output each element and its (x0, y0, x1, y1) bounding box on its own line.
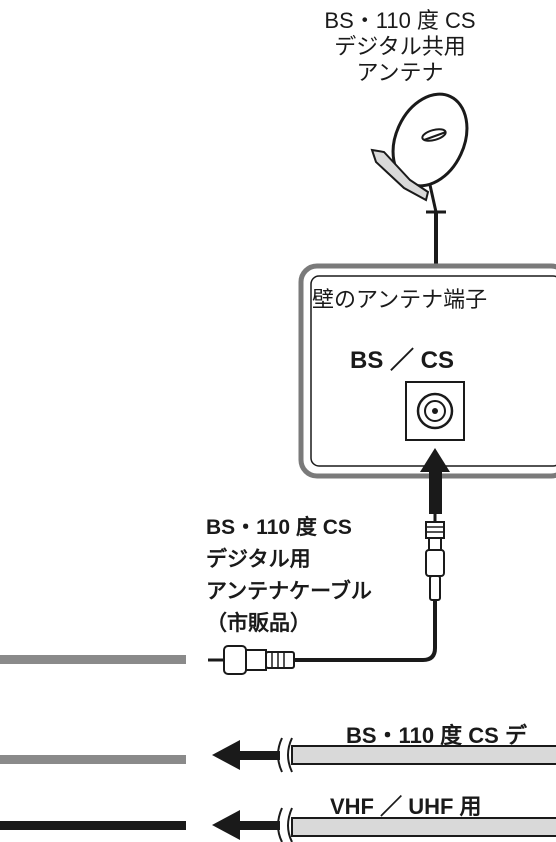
antenna-label-line3: アンテナ (356, 60, 444, 85)
bs-cable-label: BS・110 度 CS デ (346, 723, 527, 748)
black-bar-bottom (0, 821, 186, 830)
cable-label: BS・110 度 CS デジタル用 アンテナケーブル （市販品） (206, 512, 372, 640)
cable-label-line1: BS・110 度 CS (206, 516, 352, 539)
wall-terminal-title: 壁のアンテナ端子 (312, 287, 488, 312)
vhf-uhf-cable-label: VHF ／ UHF 用 (330, 794, 482, 819)
port-label: BS ／ CS (350, 347, 455, 374)
left-f-connector-icon (208, 645, 295, 675)
insert-arrow-icon (420, 448, 450, 514)
left-arrow-icon (212, 810, 280, 840)
bs-cs-port-icon (405, 381, 465, 441)
gray-bar-middle (0, 755, 186, 764)
left-arrow-icon (212, 740, 280, 770)
bs-cable-run (292, 600, 437, 662)
cable-label-line2: デジタル用 (206, 548, 311, 571)
vhf-uhf-flat-cable (277, 807, 556, 842)
cable-label-line4: （市販品） (206, 612, 311, 635)
bs-flat-cable (277, 737, 556, 773)
satellite-antenna-icon (370, 92, 469, 214)
antenna-label-line2: デジタル共用 (334, 34, 466, 59)
gray-bar-top (0, 655, 186, 664)
antenna-label-line1: BS・110 度 CS (324, 8, 476, 33)
f-connector-icon (425, 512, 445, 601)
cable-label-line3: アンテナケーブル (206, 580, 372, 603)
antenna-label: BS・110 度 CS デジタル共用 アンテナ (300, 8, 500, 86)
